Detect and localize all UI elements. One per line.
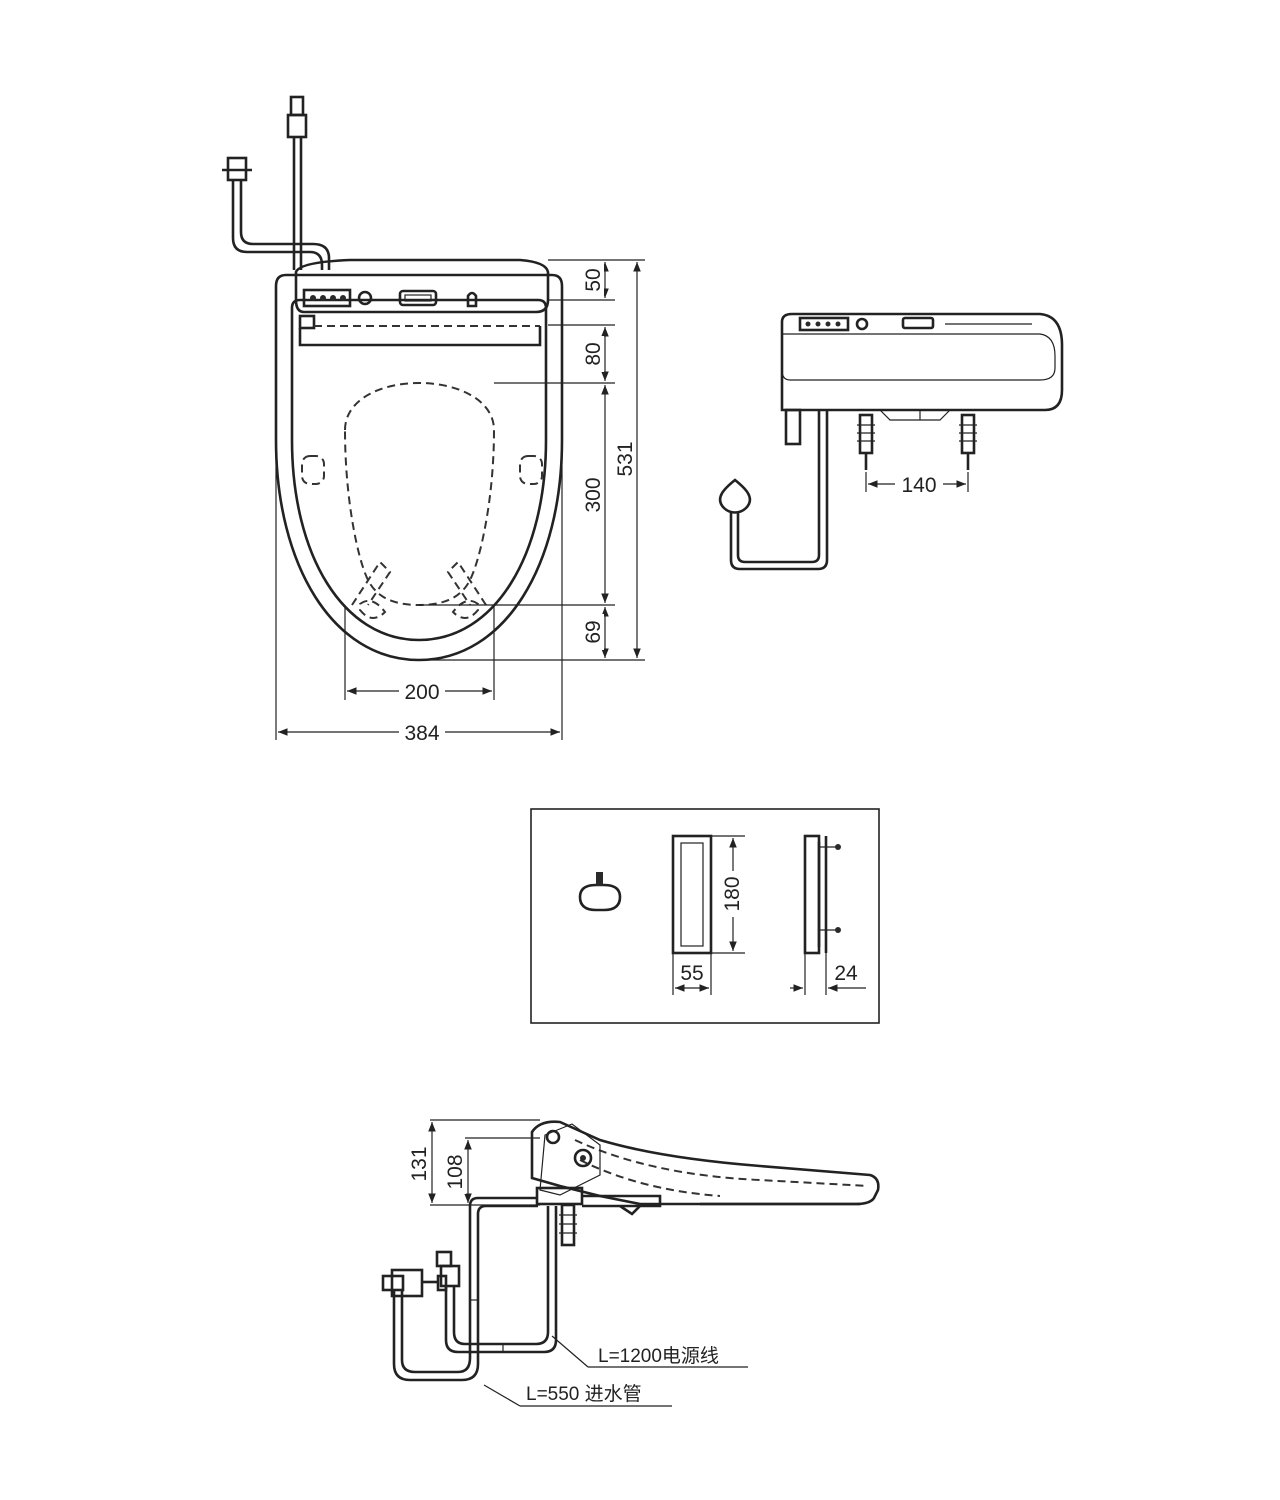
water-fittings — [857, 413, 977, 470]
rear-view: 140 — [718, 312, 1064, 571]
label-water-pipe: L=550 进水管 — [526, 1383, 642, 1405]
plug-icon — [718, 478, 752, 514]
dim-384: 384 — [404, 722, 439, 745]
remote-side — [803, 834, 821, 955]
profile-view: 131 108 L=1200电源线 L=550 进水管 — [381, 1119, 880, 1407]
remote-front — [671, 834, 713, 955]
label-power-cord: L=1200电源线 — [598, 1345, 719, 1367]
dim-69: 69 — [582, 620, 605, 643]
dim-200: 200 — [404, 681, 439, 704]
top-view-extension-lines — [275, 259, 645, 740]
dim-531: 531 — [614, 441, 637, 476]
dim-55: 55 — [680, 962, 703, 985]
dim-108: 108 — [444, 1154, 467, 1189]
display-window — [398, 289, 438, 307]
profile-pipes — [392, 1196, 558, 1382]
remote-panel-frame — [530, 808, 880, 1024]
dim-131: 131 — [408, 1146, 431, 1181]
dim-24: 24 — [834, 962, 858, 985]
dim-300: 300 — [582, 477, 605, 512]
seat-opening — [343, 381, 496, 607]
dim-180: 180 — [721, 876, 744, 911]
top-cables — [222, 95, 331, 270]
dim-140: 140 — [901, 474, 936, 497]
seat-profile — [530, 1120, 880, 1206]
dim-80: 80 — [582, 342, 605, 365]
top-view: 50 80 300 531 69 200 384 — [222, 95, 645, 745]
dim-50: 50 — [582, 268, 605, 291]
remote-panel: 180 55 24 — [530, 808, 880, 1024]
